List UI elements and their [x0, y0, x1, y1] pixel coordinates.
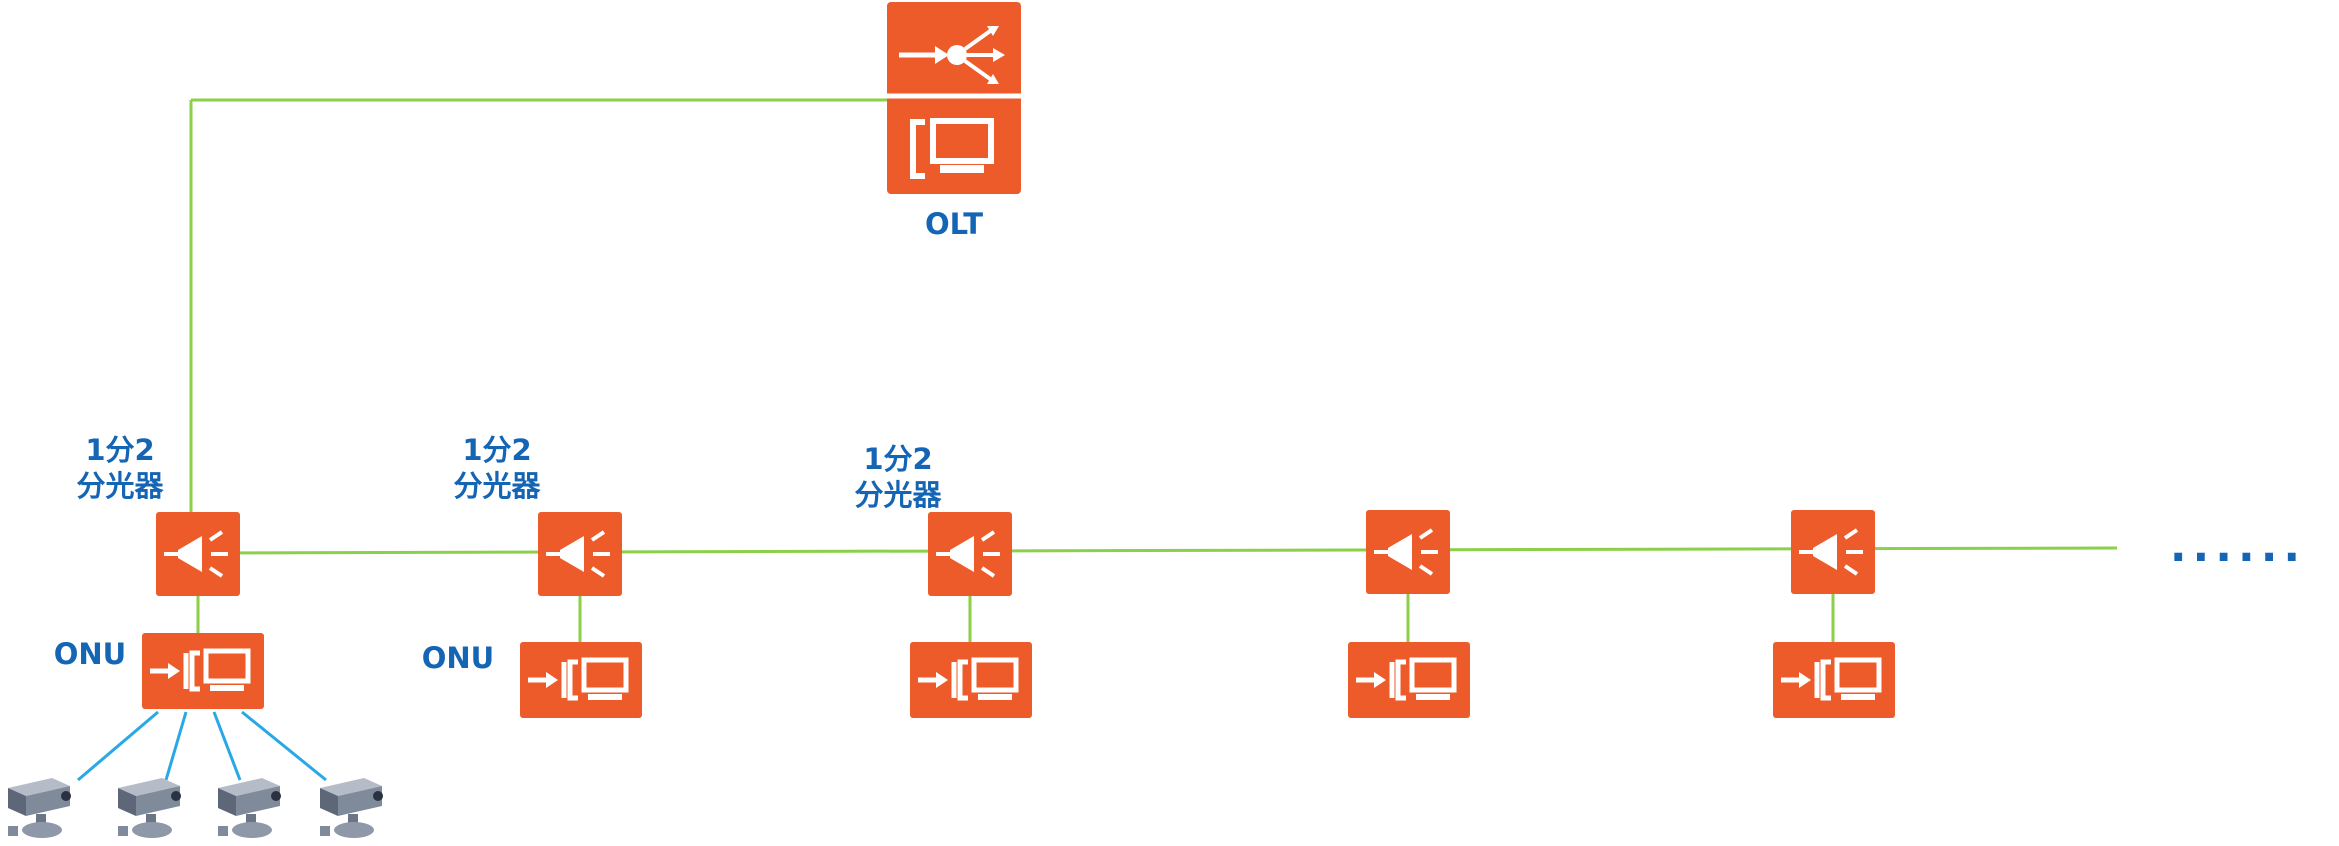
splitter-label-line2: 分光器 — [854, 478, 942, 512]
camera-link — [212, 711, 242, 781]
splitter-label: 1分2 分光器 — [60, 432, 180, 504]
splitter-label-line2: 分光器 — [453, 469, 541, 503]
camera-link — [77, 710, 159, 782]
olt-label: OLT — [924, 207, 984, 241]
camera-icon — [118, 778, 181, 838]
camera-icon — [218, 778, 281, 838]
splitter-label-line1: 1分2 — [863, 442, 933, 476]
onu-icon — [520, 642, 642, 718]
camera-link — [241, 710, 327, 782]
splitter-icon — [1364, 508, 1452, 596]
splitter-label-line1: 1分2 — [462, 433, 532, 467]
onu-label: ONU — [421, 641, 495, 675]
splitter-icon — [536, 510, 624, 598]
splitter-label-line1: 1分2 — [85, 433, 155, 467]
splitter-label-line2: 分光器 — [76, 469, 164, 503]
onu-icon — [1773, 642, 1895, 718]
camera-link — [164, 711, 188, 781]
onu-icon — [1348, 642, 1470, 718]
onu-icon — [142, 633, 264, 709]
splitter-icon — [1789, 508, 1877, 596]
onu-icon — [910, 642, 1032, 718]
camera-icon — [320, 778, 383, 838]
splitter-label: 1分2 分光器 — [437, 432, 557, 504]
onu-label: ONU — [53, 637, 127, 671]
splitter-icon — [154, 510, 242, 598]
splitter-label: 1分2 分光器 — [838, 441, 958, 513]
olt-icon — [887, 2, 1021, 194]
continuation-ellipsis: ······ — [2169, 532, 2307, 583]
splitter-icon — [926, 510, 1014, 598]
camera-icon — [8, 778, 71, 838]
